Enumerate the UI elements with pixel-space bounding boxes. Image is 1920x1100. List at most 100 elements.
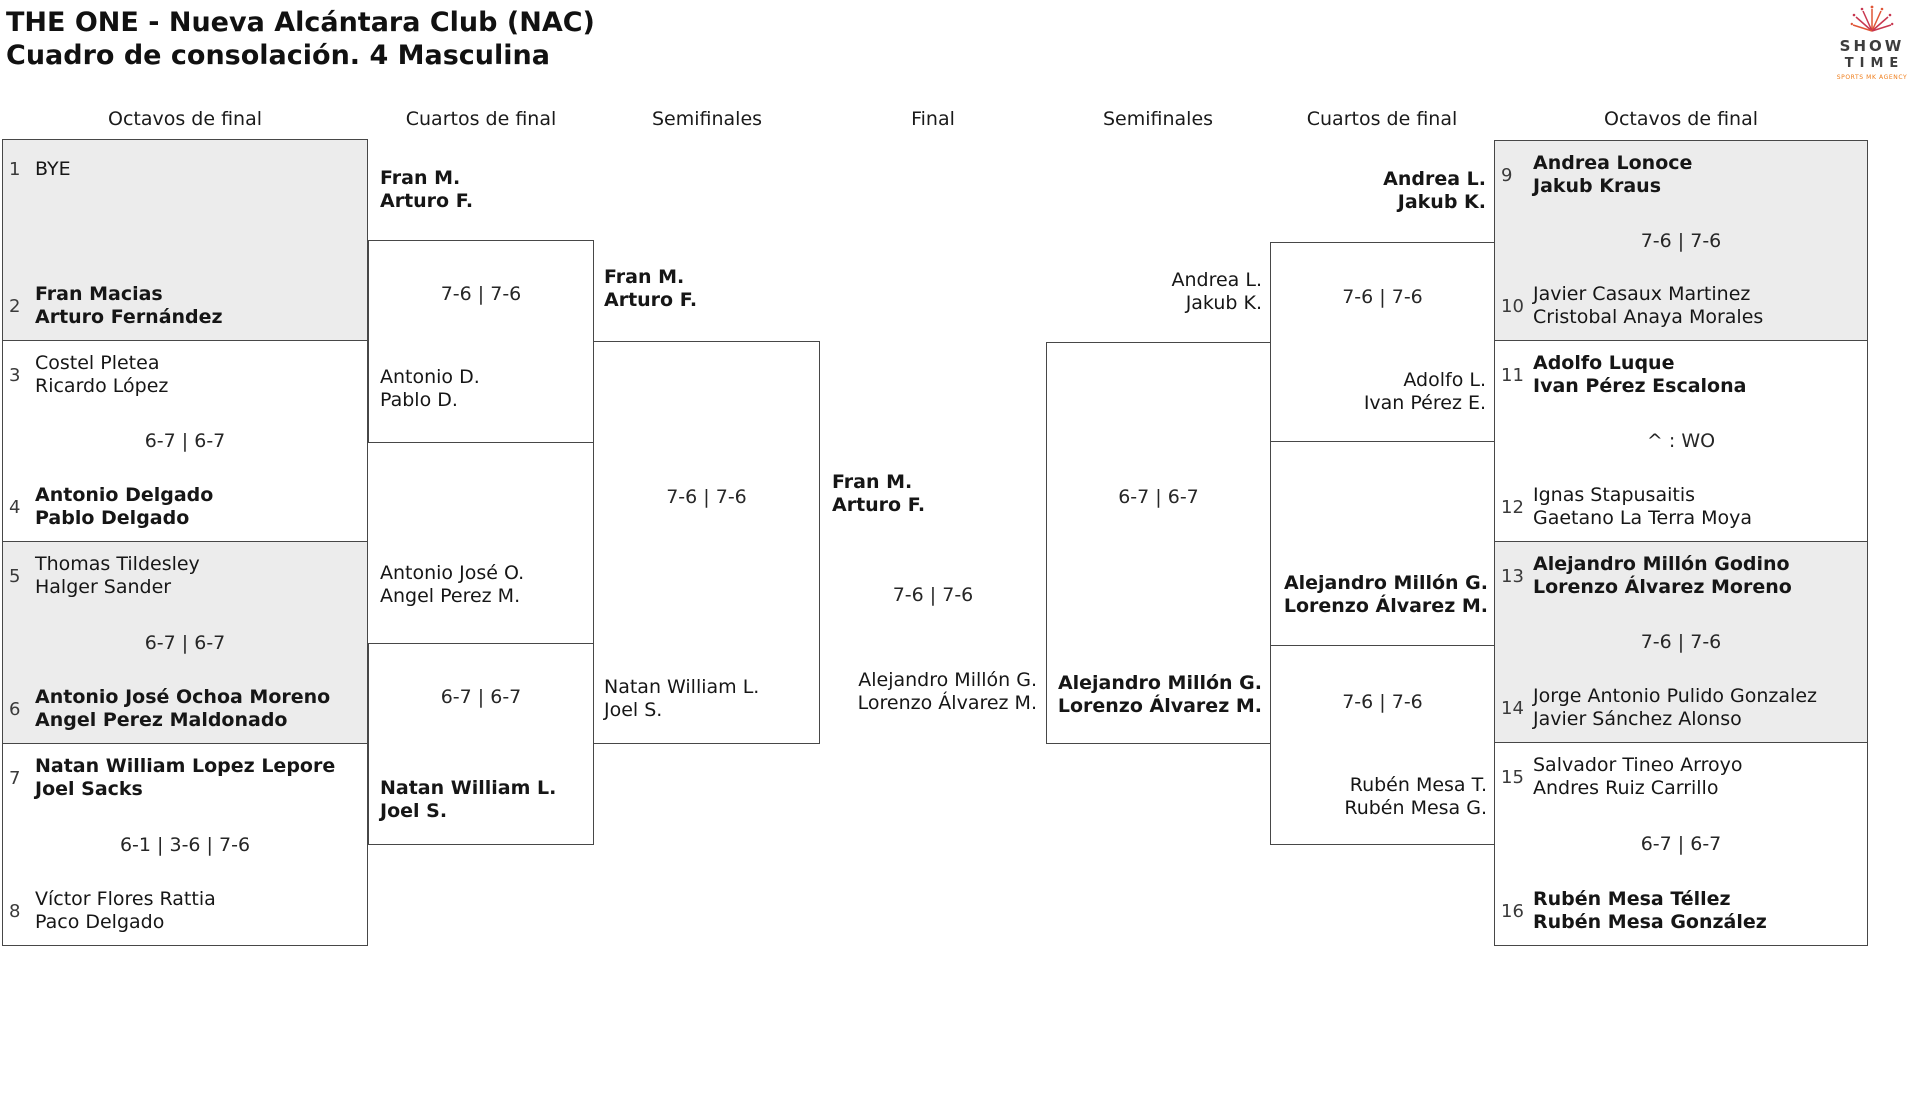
player-name: Antonio José Ochoa Moreno xyxy=(35,686,331,708)
seed-number: 13 xyxy=(1501,565,1524,587)
player-name: Víctor Flores Rattia xyxy=(35,888,216,910)
match-score: 7-6 | 7-6 xyxy=(1342,691,1423,713)
player-name: Rubén Mesa Téllez xyxy=(1533,888,1731,910)
player-name: Arturo F. xyxy=(604,289,698,311)
player-name: Rubén Mesa T. xyxy=(1349,774,1487,796)
player-name: Antonio D. xyxy=(380,366,480,388)
round-header-final: Final xyxy=(911,108,955,130)
sf-left-box: 7-6 | 7-6 xyxy=(593,341,820,744)
team-names: Thomas Tildesley Halger Sander xyxy=(35,553,200,599)
seed-number: 15 xyxy=(1501,766,1524,788)
player-name: Javier Casaux Martinez xyxy=(1533,283,1751,305)
player-name: Fran Macias xyxy=(35,283,163,305)
sf-left-team1: Fran M. Arturo F. xyxy=(604,266,697,312)
team-entry: 8 Víctor Flores Rattia Paco Delgado xyxy=(9,888,359,934)
player-name: Lorenzo Álvarez M. xyxy=(857,692,1037,714)
player-name: Fran M. xyxy=(604,266,685,288)
player-name: Rubén Mesa González xyxy=(1533,911,1767,933)
final-score: 7-6 | 7-6 xyxy=(892,584,974,606)
player-name: Natan William Lopez Lepore xyxy=(35,755,336,777)
match-score: 7-6 | 7-6 xyxy=(1342,286,1423,308)
player-name: Joel Sacks xyxy=(35,778,143,800)
qf-right-1-team2: Adolfo L. Ivan Pérez E. xyxy=(1236,369,1486,415)
team-names: Antonio Delgado Pablo Delgado xyxy=(35,484,213,530)
team-entry: 11 Adolfo Luque Ivan Pérez Escalona xyxy=(1501,352,1859,398)
player-name: Adolfo L. xyxy=(1403,369,1486,391)
player-name: Rubén Mesa G. xyxy=(1344,797,1487,819)
team-names: Natan William Lopez Lepore Joel Sacks xyxy=(35,755,335,801)
player-name: Joel S. xyxy=(604,699,663,721)
seed-number: 2 xyxy=(9,295,21,317)
player-name: Andres Ruiz Carrillo xyxy=(1533,777,1719,799)
player-name: Natan William L. xyxy=(380,777,557,799)
team-entry: 3 Costel Pletea Ricardo López xyxy=(9,352,359,398)
player-name: Antonio Delgado xyxy=(35,484,214,506)
qf-left-2-team1: Antonio José O. Angel Perez M. xyxy=(380,562,524,608)
player-name: Arturo F. xyxy=(380,190,474,212)
r16-match-5: 9 Andrea Lonoce Jakub Kraus 7-6 | 7-6 10… xyxy=(1494,140,1868,341)
team-entry: 9 Andrea Lonoce Jakub Kraus xyxy=(1501,152,1859,198)
qf-right-1-box: 7-6 | 7-6 xyxy=(1270,242,1495,442)
qf-left-1-team1: Fran M. Arturo F. xyxy=(380,167,473,213)
player-name: Cristobal Anaya Morales xyxy=(1533,306,1764,328)
player-name: Pablo Delgado xyxy=(35,507,190,529)
seed-number: 5 xyxy=(9,565,21,587)
seed-number: 1 xyxy=(9,159,21,180)
logo-word-show: SHOW xyxy=(1839,37,1905,55)
page-title: THE ONE - Nueva Alcántara Club (NAC) Cua… xyxy=(6,6,595,72)
player-name: Antonio José O. xyxy=(380,562,525,584)
seed-number: 3 xyxy=(9,364,21,386)
player-name: Javier Sánchez Alonso xyxy=(1533,708,1742,730)
player-name: Jorge Antonio Pulido Gonzalez xyxy=(1533,685,1817,707)
round-header-octavos-right: Octavos de final xyxy=(1603,108,1759,130)
player-name: Alejandro Millón G. xyxy=(858,669,1037,691)
seed-number: 16 xyxy=(1501,900,1524,922)
team-names: Costel Pletea Ricardo López xyxy=(35,352,168,398)
player-name: Angel Perez M. xyxy=(380,585,521,607)
r16-match-3: 5 Thomas Tildesley Halger Sander 6-7 | 6… xyxy=(2,541,368,744)
qf-left-1-team2: Antonio D. Pablo D. xyxy=(380,366,480,412)
match-score: 6-7 | 6-7 xyxy=(1640,833,1722,855)
qf-left-2-box: 6-7 | 6-7 xyxy=(368,643,594,845)
player-name: Andrea L. xyxy=(1171,269,1263,291)
team-names: Adolfo Luque Ivan Pérez Escalona xyxy=(1533,352,1746,398)
player-name: Alejandro Millón G. xyxy=(1057,672,1262,694)
player-name: Costel Pletea xyxy=(35,352,160,374)
team-entry: 2 Fran Macias Arturo Fernández xyxy=(9,283,359,329)
match-score: 7-6 | 7-6 xyxy=(1640,229,1722,252)
r16-match-6: 11 Adolfo Luque Ivan Pérez Escalona ^ : … xyxy=(1494,340,1868,542)
seed-number: 8 xyxy=(9,900,21,922)
player-name: Fran M. xyxy=(832,471,913,493)
seed-number: 4 xyxy=(9,496,21,518)
seed-number: 7 xyxy=(9,767,21,789)
player-name: Alejandro Millón G. xyxy=(1283,572,1488,594)
qf-right-1-team1: Andrea L. Jakub K. xyxy=(1236,168,1486,214)
team-names: Alejandro Millón Godino Lorenzo Álvarez … xyxy=(1533,553,1792,599)
round-header-semis-left: Semifinales xyxy=(651,108,763,130)
final-team2: Alejandro Millón G. Lorenzo Álvarez M. xyxy=(787,669,1037,715)
team-entry: 1 BYE xyxy=(9,158,359,181)
round-header-octavos-left: Octavos de final xyxy=(107,108,263,130)
player-name: Paco Delgado xyxy=(35,911,165,933)
player-name: Natan William L. xyxy=(604,676,760,698)
player-name: Andrea Lonoce xyxy=(1533,152,1693,174)
logo-tagline: SPORTS MK AGENCY xyxy=(1836,74,1908,81)
round-header-semis-right: Semifinales xyxy=(1102,108,1214,130)
qf-right-2-box: 7-6 | 7-6 xyxy=(1270,645,1495,845)
r16-match-2: 3 Costel Pletea Ricardo López 6-7 | 6-7 … xyxy=(2,340,368,542)
match-score: 7-6 | 7-6 xyxy=(1640,631,1722,653)
sf-right-box: 6-7 | 6-7 xyxy=(1046,342,1271,744)
team-entry: 14 Jorge Antonio Pulido Gonzalez Javier … xyxy=(1501,685,1859,731)
player-name: Pablo D. xyxy=(380,389,458,411)
team-entry: 15 Salvador Tineo Arroyo Andres Ruiz Car… xyxy=(1501,754,1859,800)
player-name: Lorenzo Álvarez M. xyxy=(1057,695,1262,717)
match-score: 6-7 | 6-7 xyxy=(144,430,226,452)
round-header-cuartos-left: Cuartos de final xyxy=(405,108,557,130)
qf-left-1-box: 7-6 | 7-6 xyxy=(368,240,594,443)
team-names: Rubén Mesa Téllez Rubén Mesa González xyxy=(1533,888,1767,934)
qf-left-2-team2: Natan William L. Joel S. xyxy=(380,777,556,823)
player-name: Lorenzo Álvarez Moreno xyxy=(1533,576,1792,598)
player-name: Ivan Pérez Escalona xyxy=(1533,375,1747,397)
match-score: ^ : WO xyxy=(1646,430,1716,452)
